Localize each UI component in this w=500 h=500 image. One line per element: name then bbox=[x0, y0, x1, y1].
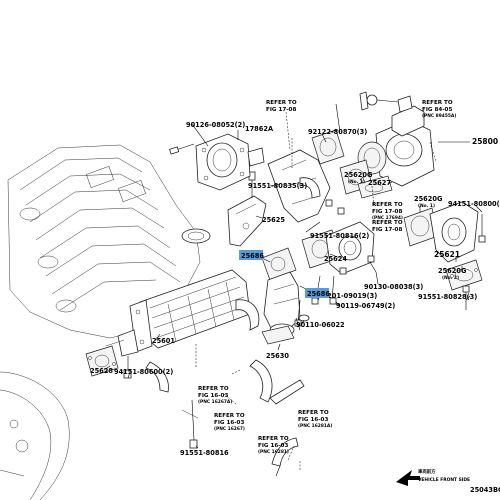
bracket-25625 bbox=[227, 171, 267, 247]
egr-cooler bbox=[105, 269, 260, 357]
highlight-25686-upper bbox=[239, 250, 263, 260]
label-25800: 25800 bbox=[472, 137, 498, 146]
svg-text:FIG 84-05: FIG 84-05 bbox=[422, 107, 452, 113]
label-91551-80816b: 91551-80816 bbox=[180, 449, 229, 457]
egr-pipe-lower bbox=[261, 221, 375, 345]
label-25627: 25627 bbox=[368, 179, 391, 187]
svg-text:(PNC 16267A): (PNC 16267A) bbox=[198, 399, 232, 405]
label-25628: 25628 bbox=[90, 367, 113, 375]
svg-text:REFER TO: REFER TO bbox=[266, 100, 297, 106]
diagram-id: 25043BC bbox=[470, 486, 500, 494]
ref-fig-84-05: REFER TO FIG 84-05 (PNC 89455A) bbox=[422, 100, 456, 119]
svg-text:FIG 16-03: FIG 16-03 bbox=[198, 393, 228, 399]
label-94151-80600: 94151-80600(2) bbox=[114, 368, 173, 376]
ref-fig-16-03-d: REFER TO FIG 16-03 (PNC 16281) bbox=[258, 436, 289, 455]
label-91551-80816: 91551-80816(2) bbox=[310, 232, 369, 240]
front-arrow-icon bbox=[396, 470, 420, 486]
label-25624: 25624 bbox=[324, 255, 347, 263]
label-25686-lower: 25686 bbox=[307, 290, 330, 298]
svg-text:FIG 17-08: FIG 17-08 bbox=[372, 209, 402, 215]
svg-text:FIG 16-03: FIG 16-03 bbox=[258, 443, 288, 449]
label-90110: 90110-06022 bbox=[296, 321, 345, 329]
label-94151-80800: 94151-80800(3) bbox=[448, 200, 500, 208]
egr-valve bbox=[357, 91, 435, 187]
svg-text:REFER TO: REFER TO bbox=[198, 386, 229, 392]
svg-text:REFER TO: REFER TO bbox=[422, 100, 453, 106]
label-25630: 25630 bbox=[266, 352, 289, 360]
svg-text:REFER TO: REFER TO bbox=[298, 410, 329, 416]
vehicle-front-indicator: 車両前方 VEHICLE FRONT SIDE bbox=[396, 468, 470, 486]
throttle-body bbox=[169, 133, 265, 191]
ref-fig-17-08-c: REFER TO FIG 17-08 bbox=[372, 220, 403, 233]
label-17862A: 17862A bbox=[245, 125, 274, 133]
svg-text:FIG 16-03: FIG 16-03 bbox=[298, 417, 328, 423]
label-91551-80828: 91551-80828(3) bbox=[418, 293, 477, 301]
label-90119: 90119-06749(2) bbox=[336, 302, 395, 310]
svg-text:(PNC 89455A): (PNC 89455A) bbox=[422, 113, 456, 119]
orientation-en: VEHICLE FRONT SIDE bbox=[418, 477, 470, 483]
label-92122: 92122-80870(3) bbox=[308, 128, 367, 136]
label-25686-upper: 25686 bbox=[241, 252, 264, 260]
ref-fig-17-08-a: REFER TO FIG 17-08 bbox=[266, 100, 297, 113]
svg-text:(PNC 16281): (PNC 16281) bbox=[258, 449, 289, 455]
ref-fig-16-03-b: REFER TO FIG 16-03 (PNC 16267) bbox=[214, 413, 245, 432]
orientation-jp: 車両前方 bbox=[418, 468, 436, 475]
label-91551-80835: 91551-80835(3) bbox=[248, 182, 307, 190]
label-25620G-no1-sub: (No. 1) bbox=[348, 179, 365, 185]
svg-text:FIG 17-08: FIG 17-08 bbox=[266, 107, 296, 113]
engine-block bbox=[0, 144, 211, 500]
label-25620G-no2-sub: (No. 2) bbox=[442, 275, 459, 281]
leader-lines bbox=[103, 111, 483, 470]
svg-text:REFER TO: REFER TO bbox=[214, 413, 245, 419]
coolant-hoses bbox=[123, 314, 310, 477]
part-labels: 90126-08052(2) 17862A 92122-80870(3) 258… bbox=[90, 121, 500, 457]
label-25601: 25601 bbox=[152, 337, 175, 345]
svg-text:REFER TO: REFER TO bbox=[372, 202, 403, 208]
egr-pipe-right bbox=[367, 201, 486, 310]
ref-fig-16-03-c: REFER TO FIG 16-03 (PNC 16281A) bbox=[298, 410, 332, 429]
svg-text:REFER TO: REFER TO bbox=[372, 220, 403, 226]
svg-text:REFER TO: REFER TO bbox=[258, 436, 289, 442]
label-25620G-right: 25620G bbox=[414, 195, 442, 203]
label-25625: 25625 bbox=[262, 216, 285, 224]
svg-text:(PNC 17694): (PNC 17694) bbox=[372, 215, 403, 221]
label-90130: 90130-08038(3) bbox=[364, 283, 423, 291]
reference-notes: REFER TO FIG 84-05 (PNC 89455A) REFER TO… bbox=[198, 100, 456, 455]
label-90201: 90201-09019(3) bbox=[318, 292, 377, 300]
label-90126: 90126-08052(2) bbox=[186, 121, 245, 129]
highlight-25686-lower bbox=[305, 288, 329, 298]
svg-text:(PNC 16281A): (PNC 16281A) bbox=[298, 423, 332, 429]
svg-text:FIG 17-08: FIG 17-08 bbox=[372, 227, 402, 233]
ref-fig-16-03-a: REFER TO FIG 16-03 (PNC 16267A) bbox=[198, 386, 232, 405]
label-25620G-right-sub: (No. 1) bbox=[418, 203, 435, 209]
label-25621: 25621 bbox=[434, 250, 460, 259]
svg-text:(PNC 16267): (PNC 16267) bbox=[214, 426, 245, 432]
label-25620G-no1: 25620G bbox=[344, 171, 372, 179]
label-25620G-no2: 25620G bbox=[438, 267, 466, 275]
ref-fig-17-08-b: REFER TO FIG 17-08 (PNC 17694) bbox=[372, 202, 403, 221]
gasket-25628 bbox=[85, 345, 119, 377]
svg-text:FIG 16-03: FIG 16-03 bbox=[214, 420, 244, 426]
